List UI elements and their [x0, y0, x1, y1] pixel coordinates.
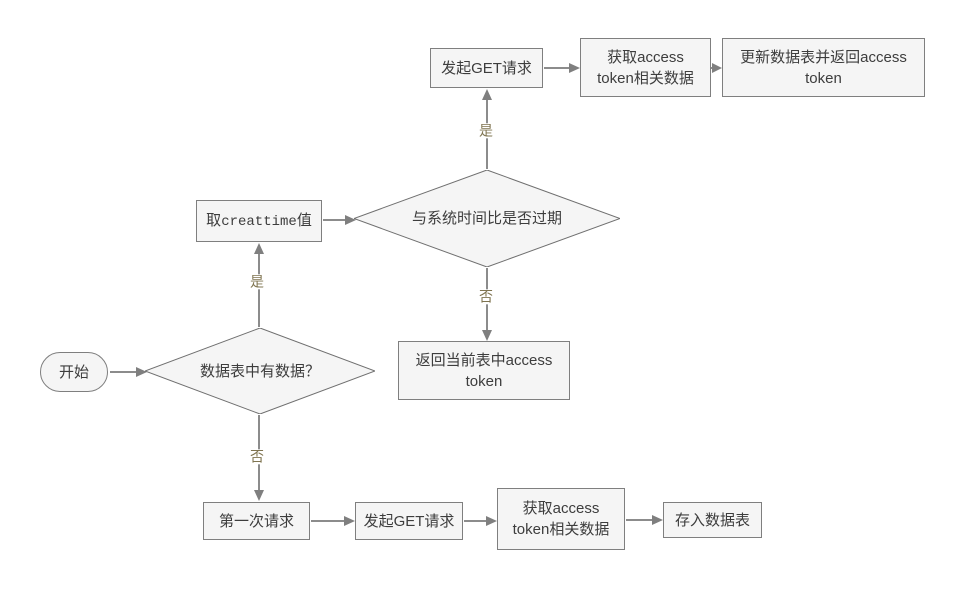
node-send-get-bottom: 发起GET请求: [355, 502, 463, 540]
edge-sendget-to-fetch-bottom: [464, 516, 497, 526]
edge-start-to-hasdata: [110, 367, 147, 377]
node-start: 开始: [40, 352, 108, 392]
edge-label-expired-no: 否: [477, 288, 495, 305]
node-fetch-token-bottom-label: 获取access token相关数据: [512, 500, 610, 538]
node-send-get-top-label: 发起GET请求: [441, 59, 532, 77]
node-send-get-top: 发起GET请求: [430, 48, 543, 88]
node-fetch-token-bottom: 获取access token相关数据: [497, 488, 625, 550]
node-get-creattime-label: 取creattime值: [206, 210, 312, 233]
decision-diamond-shape: [145, 328, 375, 414]
edge-creattime-to-expired: [323, 215, 356, 225]
node-store-table-label: 存入数据表: [674, 511, 750, 529]
node-expired-label: 与系统时间比是否过期: [411, 210, 562, 227]
edge-first-to-sendget: [311, 516, 355, 526]
node-return-current-label: 返回当前表中access token: [415, 351, 553, 390]
node-update-table-label: 更新数据表并返回access token: [740, 48, 907, 87]
creattime-code: creattime: [221, 213, 297, 230]
creattime-prefix: 取: [206, 211, 222, 229]
node-fetch-token-top: 获取access token相关数据: [580, 38, 711, 97]
creattime-suffix: 值: [296, 211, 312, 229]
node-return-current: 返回当前表中access token: [398, 341, 570, 400]
edge-fetch-to-store: [626, 515, 663, 525]
node-send-get-bottom-label: 发起GET请求: [363, 512, 455, 530]
node-has-data-label: 数据表中有数据？: [199, 362, 320, 380]
edge-label-hasdata-no: 否: [248, 448, 266, 465]
node-start-label: 开始: [58, 363, 89, 381]
node-update-table: 更新数据表并返回access token: [722, 38, 925, 97]
node-get-creattime: 取creattime值: [196, 200, 322, 242]
node-has-data-decision: 数据表中有数据？: [145, 328, 375, 414]
edge-label-expired-yes: 是: [477, 122, 495, 139]
node-expired-decision: 与系统时间比是否过期: [354, 170, 620, 267]
edge-fetch-to-update: [711, 63, 722, 73]
node-store-table: 存入数据表: [663, 502, 762, 538]
node-first-request: 第一次请求: [203, 502, 310, 540]
edge-sendget-top-to-fetch: [544, 63, 580, 73]
decision-diamond-shape: [354, 170, 620, 267]
node-first-request-label: 第一次请求: [218, 512, 294, 530]
node-fetch-token-top-label: 获取access token相关数据: [597, 48, 694, 87]
edge-label-hasdata-yes: 是: [248, 273, 266, 290]
